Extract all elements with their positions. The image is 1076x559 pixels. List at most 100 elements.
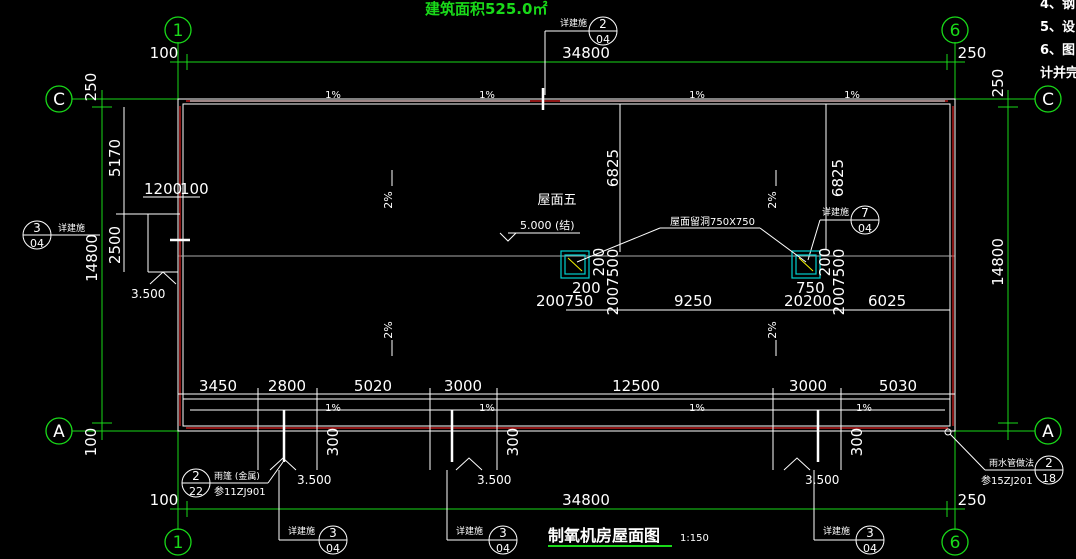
dim-100-detail: 100 [180,180,209,198]
dim-5170: 5170 [106,139,124,177]
dim-200750: 200750 [536,292,593,310]
axis-label-1-bottom: 1 [173,533,184,553]
detail-mark-left [22,220,100,250]
detail-right-num: 7 [861,206,869,220]
dim-100-left: 100 [82,428,100,457]
detail-b1-sheet: 04 [326,542,340,555]
dim-1200: 1200 [144,180,182,198]
detail-b3-see: 详建施 [823,525,850,537]
dim-200-below-a: 200 [572,279,601,297]
drawing-scale: 1:150 [680,533,709,544]
dim-300-c: 300 [848,428,866,457]
detail-b3-sheet: 04 [863,542,877,555]
dim-6825-b: 6825 [829,159,847,197]
detail-b3-num: 3 [866,526,874,540]
axis-label-c-left: C [53,90,65,110]
dim-200-opening-b: 200 [816,248,834,277]
axis-bubble-c-left [45,85,73,113]
slope-1pct-g: 1% [689,403,705,414]
slope-1pct-b: 1% [479,90,495,101]
detail-left-num: 3 [33,221,41,235]
axis-bubble-a-right [1034,417,1062,445]
slope-2pct-d: 2% [766,321,779,338]
dim-2007500-a: 2007500 [604,249,622,316]
roof-name: 屋面五 [537,193,576,208]
dim-depth-right: 14800 [989,238,1007,286]
axis-bubble-c-right [1034,85,1062,113]
dim-5020: 5020 [354,377,392,395]
downpipe-label: 雨水管做法 [989,457,1034,469]
dim-100-bottom: 100 [150,491,179,509]
elev-3500-b3: 3.500 [805,473,839,487]
detail-bl-sheet: 22 [189,485,203,498]
slope-labels-1pct: 1% 1% 1% 1% 1% 1% 1% 1% [325,90,872,414]
detail-b2-num: 3 [499,526,507,540]
detail-b2-see: 详建施 [456,525,483,537]
detail-mark-top [544,16,618,95]
dim-250-right: 250 [989,69,1007,98]
dim-750-below-b: 750 [796,279,825,297]
slope-2pct-a: 2% [382,191,395,208]
roof-opening-b [791,250,821,279]
dim-9250: 9250 [674,292,712,310]
slope-2pct-b: 2% [766,191,779,208]
axis-label-a-left: A [53,422,65,442]
detail-left-sheet: 04 [30,237,44,250]
detail-marks-bottom-row [278,470,885,555]
slope-1pct-a: 1% [325,90,341,101]
bottom-dim-chain [178,388,955,471]
dim-300-a: 300 [324,428,342,457]
dim-100-top: 100 [150,44,179,62]
axis-label-c-right: C [1042,90,1054,110]
gutter-label: 雨篷 (金属) [214,470,260,482]
dim-2007500-b: 2007500 [830,249,848,316]
axis-label-a-right: A [1042,422,1054,442]
elev-marker-roof [499,232,580,242]
dim-2500: 2500 [106,226,124,264]
dim-6825-a: 6825 [604,149,622,187]
slope-direction-arrows [391,170,777,356]
detail-br-num: 2 [1045,456,1053,470]
slope-labels-2pct: 2% 2% 2% 2% [382,191,779,338]
roof-openings [560,250,821,279]
notes-fragment: 4、钢 5、设 6、图 计并完 [1040,0,1076,81]
dim-3000-b: 3000 [789,377,827,395]
roof-outline [177,98,956,432]
gutter-ref: 参11ZJ901 [214,485,266,498]
slope-1pct-h: 1% [856,403,872,414]
left-gutter-detail [116,107,200,285]
slope-1pct-c: 1% [689,90,705,101]
dim-2800: 2800 [268,377,306,395]
dim-250-top: 250 [958,44,987,62]
axis-bubbles [45,16,1062,556]
dim-250-bottom: 250 [958,491,987,509]
detail-top-sheet: 04 [596,33,610,46]
drawing-title: 制氧机房屋面图 [548,526,660,545]
slope-1pct-e: 1% [325,403,341,414]
axis-grid [72,42,1035,530]
dim-5030: 5030 [879,377,917,395]
dim-3450: 3450 [199,377,237,395]
roof-elevation: 5.000 (结) [520,219,575,232]
opening-leaders [566,104,950,311]
dim-depth-left: 14800 [83,234,101,282]
dim-12500: 12500 [612,377,660,395]
slope-1pct-d: 1% [844,90,860,101]
slope-1pct-f: 1% [479,403,495,414]
downpipe-ref: 参15ZJ201 [981,474,1033,487]
detail-left-see: 详建施 [58,222,85,234]
detail-top-see: 详建施 [560,17,587,29]
detail-bl-num: 2 [192,469,200,483]
note-6: 6、图 [1040,43,1075,58]
detail-mark-bottom-right [944,428,1064,485]
axis-bubble-6-bottom [941,528,969,556]
axis-bubble-1-top [164,16,192,44]
area-label: 建筑面积525.0㎡ [425,0,547,18]
dim-200-opening-a: 200 [590,248,608,277]
detail-right-sheet: 04 [858,222,872,235]
detail-b1-num: 3 [329,526,337,540]
axis-label-6-top: 6 [950,21,961,41]
opening-label: 屋面留洞750X750 [670,215,755,228]
